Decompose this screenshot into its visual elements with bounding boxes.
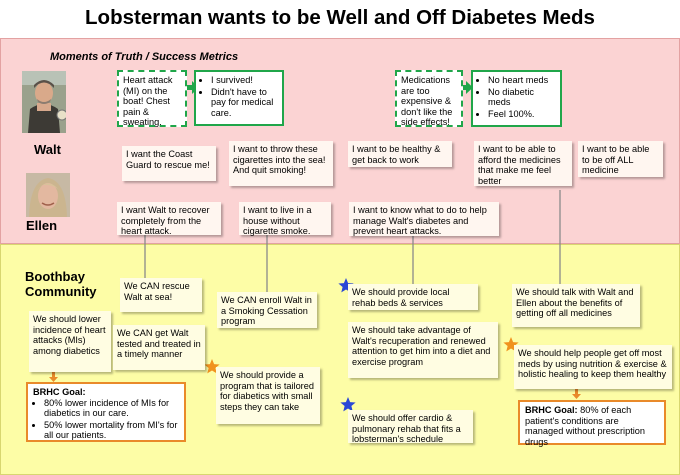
ellen-want-note: I want to live in a house without cigare… <box>239 202 331 235</box>
truth-problem-text: Medications are too expensive & don't li… <box>401 75 452 127</box>
community-note: We should lower incidence of heart attac… <box>29 311 111 372</box>
metrics-list: No heart meds No diabetic meds Feel 100%… <box>477 75 556 119</box>
walt-want-note: I want the Coast Guard to rescue me! <box>122 146 216 181</box>
community-note: We CAN rescue Walt at sea! <box>120 278 202 312</box>
community-note: We should help people get off most meds … <box>514 345 672 389</box>
truth-problem-text: Heart attack (MI) on the boat! Chest pai… <box>123 75 173 127</box>
metric-item: No heart meds <box>488 75 556 86</box>
community-note: We CAN get Walt tested and treated in a … <box>113 325 205 370</box>
goal-list: 80% lower incidence of MIs for diabetics… <box>33 398 179 441</box>
ellen-photo <box>26 173 70 217</box>
goal-box: BRHC Goal: 80% lower incidence of MIs fo… <box>26 382 186 442</box>
metric-item: No diabetic meds <box>488 87 556 108</box>
arrow-icon <box>572 389 581 399</box>
community-note: We should offer cardio & pulmonary rehab… <box>348 410 473 443</box>
community-note: We should talk with Walt and Ellen about… <box>512 284 640 327</box>
metric-item: Feel 100%. <box>488 109 556 120</box>
community-label: Boothbay Community <box>25 269 97 299</box>
metrics-list: I survived! Didn't have to pay for medic… <box>200 75 278 118</box>
goal-item: 50% lower mortality from MI's for all ou… <box>44 420 179 441</box>
walt-photo <box>22 71 66 133</box>
ellen-want-note: I want to know what to do to help manage… <box>349 202 499 236</box>
walt-want-note: I want to be healthy & get back to work <box>348 141 452 167</box>
goal-label: BRHC Goal: <box>33 387 179 398</box>
goal-box: BRHC Goal: 80% of each patient's conditi… <box>518 400 666 445</box>
arrow-icon <box>49 372 58 382</box>
community-note: We should provide a program that is tail… <box>216 367 320 424</box>
walt-label: Walt <box>34 142 61 157</box>
community-note: We should provide local rehab beds & ser… <box>348 284 478 310</box>
goal-label: BRHC Goal: <box>525 405 578 415</box>
walt-want-note: I want to be able to afford the medicine… <box>474 141 572 186</box>
community-note: We CAN enroll Walt in a Smoking Cessatio… <box>217 292 317 328</box>
metric-item: Didn't have to pay for medical care. <box>211 87 278 119</box>
ellen-want-note: I want Walt to recover completely from t… <box>117 202 221 235</box>
ellen-label: Ellen <box>26 218 57 233</box>
metric-item: I survived! <box>211 75 278 86</box>
truth-metrics-box: No heart meds No diabetic meds Feel 100%… <box>471 70 562 127</box>
community-note: We should take advantage of Walt's recup… <box>348 322 498 378</box>
community-label-line1: Boothbay <box>25 269 97 284</box>
truth-problem-box: Medications are too expensive & don't li… <box>395 70 463 127</box>
truth-metrics-box: I survived! Didn't have to pay for medic… <box>194 70 284 126</box>
community-label-line2: Community <box>25 284 97 299</box>
goal-item: 80% lower incidence of MIs for diabetics… <box>44 398 179 419</box>
walt-want-note: I want to throw these cigarettes into th… <box>229 141 333 186</box>
truth-problem-box: Heart attack (MI) on the boat! Chest pai… <box>117 70 187 127</box>
walt-want-note: I want to be able to be off ALL medicine <box>578 141 663 177</box>
